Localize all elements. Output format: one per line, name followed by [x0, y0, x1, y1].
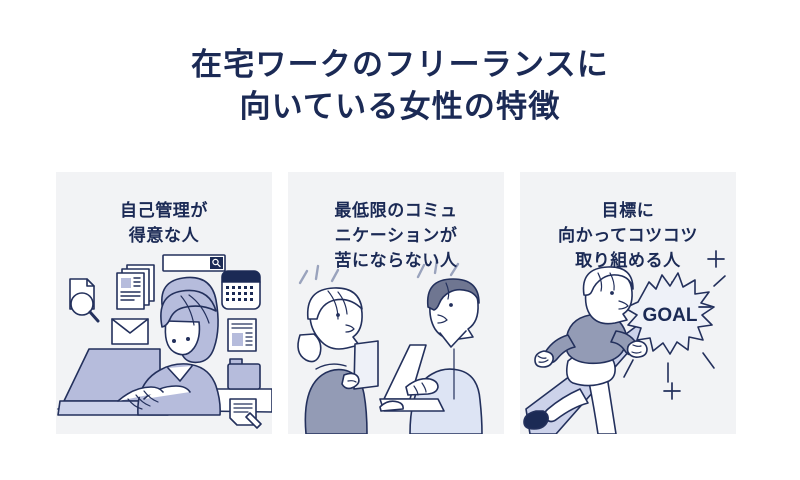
card-self-management-heading: 自己管理が 得意な人 [56, 198, 272, 248]
illustration-two-people-talking [288, 249, 504, 434]
card-goal-oriented: 目標に 向かってコツコツ 取り組める人 [520, 172, 736, 434]
card-heading-line: 自己管理が [120, 201, 208, 220]
page-title-line-1: 在宅ワークのフリーランスに [191, 47, 609, 82]
goal-label: GOAL [643, 305, 698, 326]
illustration-running-toward-goal: GOAL [520, 249, 736, 434]
card-heading-line: 取り組める人 [575, 251, 681, 270]
card-heading-line: 目標に [601, 201, 655, 220]
document-search-icon [69, 278, 100, 323]
note-pen-icon [229, 398, 262, 429]
card-heading-line: 向かってコツコツ [558, 226, 698, 245]
card-self-management: 自己管理が 得意な人 [56, 172, 272, 434]
article-icon [227, 318, 257, 352]
page-title: 在宅ワークのフリーランスに 向いている女性の特徴 [0, 44, 800, 128]
man-with-laptop [379, 278, 483, 434]
running-woman [523, 266, 648, 434]
card-list: 自己管理が 得意な人 [56, 172, 752, 434]
envelope-icon [111, 318, 149, 345]
card-heading-line: 最低限のコミュ [334, 201, 458, 220]
illustration-woman-working-on-laptop [56, 249, 272, 434]
stacked-papers-icon [116, 264, 155, 310]
search-bar-icon [162, 254, 226, 272]
folder-icon [227, 358, 261, 390]
card-heading-line: ニケーションが [334, 226, 458, 245]
card-heading-line: 得意な人 [128, 226, 200, 245]
speech-emphasis-lines [298, 264, 340, 285]
goal-starburst-icon [624, 272, 715, 355]
card-minimal-communication: 最低限のコミュ ニケーションが 苦にならない人 [288, 172, 504, 434]
woman-with-tablet [297, 287, 379, 434]
calendar-icon [221, 270, 261, 310]
card-heading-line: 苦にならない人 [334, 251, 458, 270]
card-minimal-communication-heading: 最低限のコミュ ニケーションが 苦にならない人 [288, 198, 504, 273]
woman-figure [117, 276, 221, 416]
page-title-line-2: 向いている女性の特徴 [239, 89, 561, 124]
card-goal-oriented-heading: 目標に 向かってコツコツ 取り組める人 [520, 198, 736, 273]
speech-emphasis-lines [416, 258, 460, 279]
